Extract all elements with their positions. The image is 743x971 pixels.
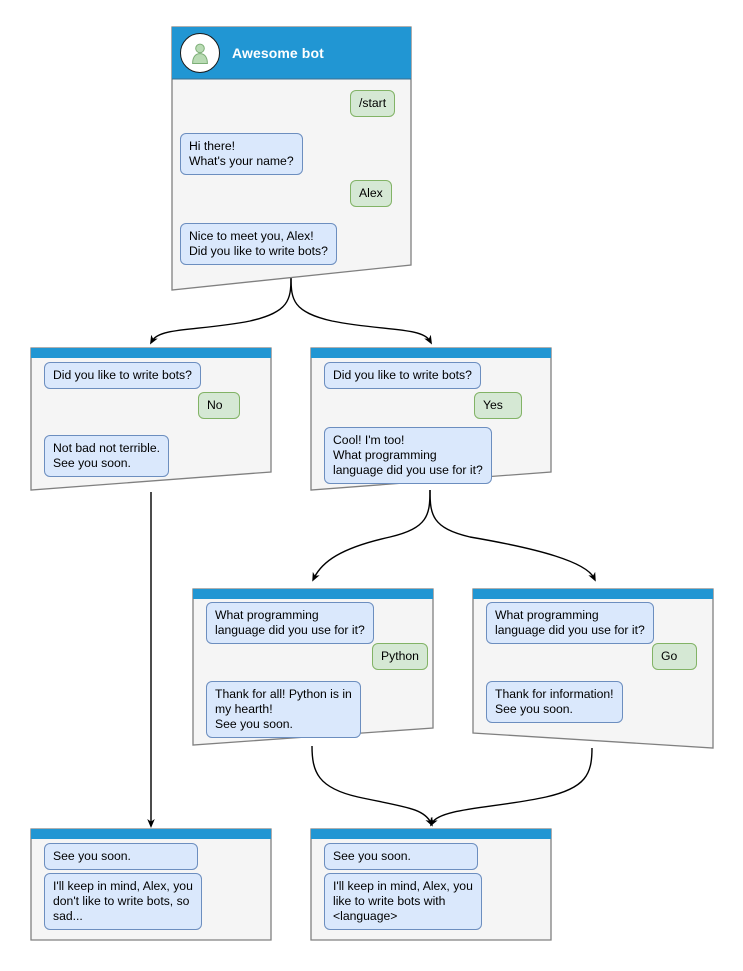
- chat-bubble-bot: Cool! I'm too! What programming language…: [324, 427, 492, 484]
- edge-yes-to-python: [312, 489, 431, 582]
- chat-bubble-bot: What programming language did you use fo…: [486, 602, 654, 644]
- chat-bubble-bot: Not bad not terrible. See you soon.: [44, 435, 170, 477]
- node-header-shape: [31, 348, 271, 358]
- node-header-shape: [31, 829, 271, 839]
- node-header-shape: [473, 589, 713, 599]
- chat-node-end-happy[interactable]: See you soon. I'll keep in mind, Alex, y…: [310, 828, 553, 942]
- chat-bubble-bot: Nice to meet you, Alex! Did you like to …: [180, 223, 337, 265]
- chat-bubble-bot: Thank for all! Python is in my hearth! S…: [206, 681, 361, 738]
- chat-node-yes-branch[interactable]: Did you like to write bots? Yes Cool! I'…: [310, 347, 553, 492]
- chat-bubble-bot: Hi there! What's your name?: [180, 133, 303, 175]
- chat-node-start[interactable]: Awesome bot /start Hi there! What's your…: [170, 25, 414, 295]
- edge-yes-to-go: [429, 489, 596, 582]
- node-title-text: Awesome bot: [232, 45, 324, 61]
- chat-bubble-user: Alex: [350, 180, 392, 207]
- chat-bubble-bot: Thank for information! See you soon.: [486, 681, 623, 723]
- edge-python-to-end-happy: [311, 745, 433, 827]
- chat-bubble-bot: What programming language did you use fo…: [206, 602, 374, 644]
- node-header-shape: [311, 348, 551, 358]
- chat-bubble-bot: See you soon.: [324, 843, 478, 870]
- chat-bubble-user: No: [198, 392, 240, 419]
- chat-node-go-branch[interactable]: What programming language did you use fo…: [472, 588, 715, 752]
- chat-bubble-user: Go: [652, 643, 697, 670]
- chat-node-no-branch[interactable]: Did you like to write bots? No Not bad n…: [30, 347, 273, 492]
- node-header-shape: [311, 829, 551, 839]
- chat-node-end-sad[interactable]: See you soon. I'll keep in mind, Alex, y…: [30, 828, 273, 942]
- chat-node-python-branch[interactable]: What programming language did you use fo…: [192, 588, 435, 748]
- chat-bubble-bot: I'll keep in mind, Alex, you like to wri…: [324, 873, 482, 930]
- node-titlebar: Awesome bot: [180, 33, 324, 73]
- chat-bubble-bot: Did you like to write bots?: [324, 362, 481, 389]
- chat-bubble-bot: See you soon.: [44, 843, 198, 870]
- edge-go-to-end-happy: [430, 747, 593, 827]
- chat-bubble-user: /start: [350, 90, 396, 117]
- chat-bubble-user: Yes: [474, 392, 522, 419]
- person-avatar-icon: [180, 33, 220, 73]
- chat-bubble-bot: Did you like to write bots?: [44, 362, 201, 389]
- node-header-shape: [193, 589, 433, 599]
- chat-bubble-user: Python: [372, 643, 428, 670]
- chat-bubble-bot: I'll keep in mind, Alex, you don't like …: [44, 873, 202, 930]
